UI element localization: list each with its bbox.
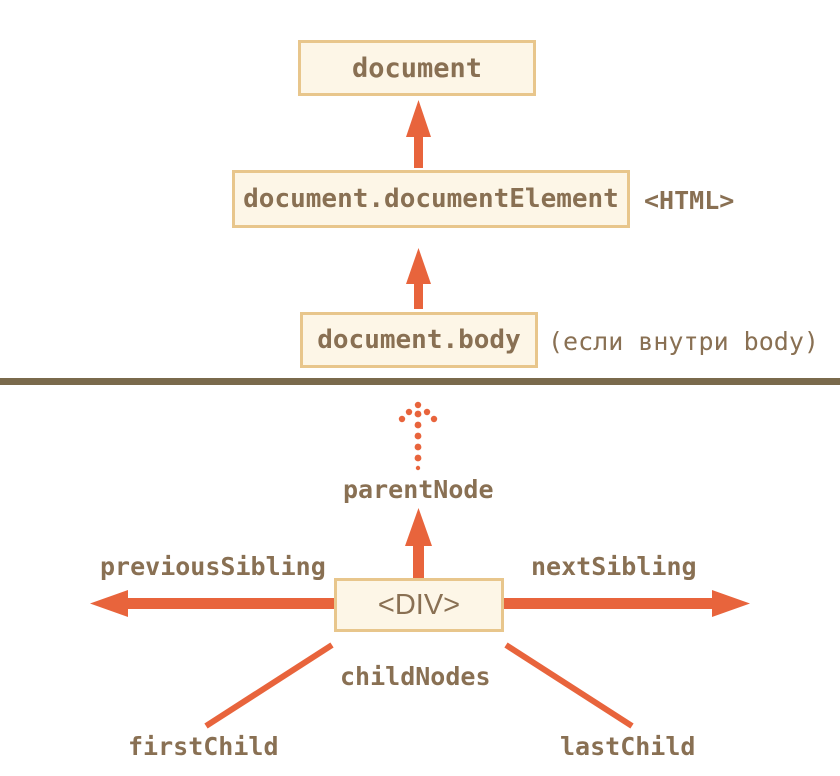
arrow-body-to-documentElement [406, 248, 431, 309]
arrow-parent-node-dotted [398, 401, 438, 471]
arrow-previous-sibling [90, 590, 335, 617]
label-next-sibling: nextSibling [531, 552, 697, 581]
side-note-if-inside-body: (если внутри body) [548, 327, 819, 356]
side-note-html: <HTML> [644, 186, 735, 215]
section-divider [0, 378, 840, 385]
label-child-nodes: childNodes [340, 662, 491, 691]
node-label-div: <DIV> [377, 588, 461, 621]
arrow-documentElement-to-document [406, 100, 431, 168]
node-box-document-element[interactable]: document.documentElement [232, 170, 630, 228]
node-label-document-body: document.body [317, 325, 521, 355]
label-previous-sibling: previousSibling [100, 552, 326, 581]
label-parent-node: parentNode [343, 475, 494, 504]
node-box-document-body[interactable]: document.body [300, 312, 538, 368]
line-first-child [204, 642, 334, 729]
node-label-document-element: document.documentElement [243, 184, 619, 214]
arrow-parent-node-solid [405, 508, 432, 579]
line-last-child [504, 642, 634, 729]
label-last-child: lastChild [560, 732, 696, 761]
node-label-document: document [351, 52, 483, 84]
node-box-div[interactable]: <DIV> [334, 578, 504, 632]
node-box-document[interactable]: document [298, 40, 536, 96]
arrow-next-sibling [503, 590, 750, 617]
label-first-child: firstChild [128, 732, 279, 761]
